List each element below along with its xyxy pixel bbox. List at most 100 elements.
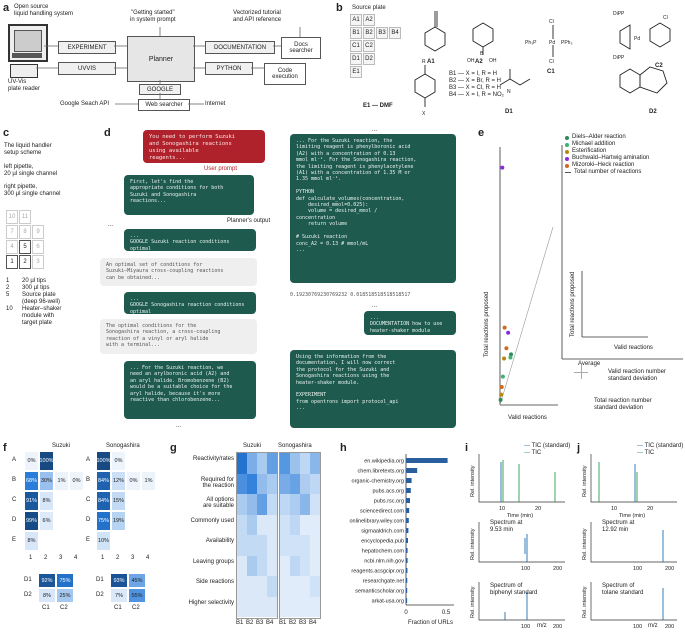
heatmap-cell (310, 494, 320, 515)
panel-i-label: i (465, 442, 469, 454)
heatmap-cell (290, 535, 300, 556)
h-category-label: researchgate.net (363, 579, 405, 585)
deck-slot-4: 4 (6, 240, 18, 254)
e-inset-xlabel: Valid reactions (614, 345, 653, 351)
f-suzuki-heatmap: 0%100%68%30%1%0%91%8%99%6%8% (24, 451, 85, 553)
planner-box: Planner (127, 36, 195, 82)
documentation-box: DOCUMENTATION (205, 41, 275, 54)
i-time-label: Time (min) (507, 513, 533, 519)
heatmap-cell: 25% (56, 588, 74, 603)
e-point (499, 392, 504, 397)
f-d-row-label: D2 (96, 592, 104, 598)
deck-slot-1: 1 (6, 255, 18, 269)
j-mz-tick-100b: 100 (633, 624, 642, 630)
j-spectrum2-label: Spectrum of tolane standard (602, 583, 644, 596)
g-row-label: All options are suitable (202, 497, 234, 509)
label-n-d1: N (507, 89, 511, 95)
label-ph3p: Ph₃P (525, 40, 537, 46)
h-bar (406, 588, 408, 593)
j-mz-label: m/z (648, 623, 658, 629)
e-ylabel: Total reactions proposed (484, 292, 490, 357)
deck-slot-8: 8 (19, 225, 31, 239)
i-legend-tic: TIC (531, 450, 542, 456)
panel-b-label: b (336, 2, 343, 14)
j-mz-tick-200b: 200 (665, 624, 674, 630)
heatmap-cell: 8% (24, 531, 39, 551)
panel-h-chart: en.wikipedia.orgchem.libretexts.orgorgan… (349, 454, 454, 626)
h-category-label: encyclopedia.pub (361, 539, 404, 545)
well-b1: B1 (350, 27, 362, 39)
experiment-box: EXPERIMENT (58, 41, 116, 54)
e1-dmf-label: E1 — DMF (363, 103, 393, 109)
f-sonogashira-heatmap: 100%0%84%12%0%1%84%15%75%19%10% (96, 451, 157, 553)
e-avg-x-label: Valid reaction number standard deviation (608, 369, 666, 382)
getting-started-label: "Getting started" in system prompt (130, 10, 176, 23)
well-c2: C2 (363, 40, 375, 52)
i-time-tick-10: 10 (499, 506, 505, 512)
e-legend-label: Esterification (572, 148, 607, 154)
j-mz-tick-100: 100 (633, 566, 642, 572)
e-inset-ylabel: Total reactions proposed (570, 272, 576, 337)
deck-grid: 10 11 7 8 9 4 5 6 1 2 3 (6, 210, 46, 272)
c-legend-text: Source plate (deep 96-well) (22, 292, 61, 305)
g-row-label: Commonly used (190, 517, 234, 524)
panel-d-label: d (104, 127, 111, 139)
b-legend-b1: B1 — X = I, R = H (449, 71, 498, 77)
heatmap-cell: 0% (111, 451, 126, 471)
i-ylabel-1: Rel. intensity (470, 465, 476, 497)
uvvis-box: UVVIS (58, 62, 116, 75)
i-spectrum1-label: Spectrum at 9.53 min (490, 520, 523, 533)
heatmap-cell (267, 576, 277, 597)
g-col-label: B4 (266, 620, 274, 626)
label-x: X (422, 111, 426, 117)
e-average-y-bar (581, 365, 582, 379)
i-spectrum2-axes (478, 582, 565, 621)
g-col-label: B2 (289, 620, 297, 626)
well-c1: C1 (350, 40, 362, 52)
label-r: R (422, 59, 426, 65)
heatmap-cell (280, 494, 290, 515)
b-legend-b2: B2 — X = Br, R = H (449, 78, 502, 84)
label-d1: D1 (505, 109, 513, 115)
h-bar (406, 568, 408, 573)
heatmap-cell: 100% (96, 451, 111, 471)
heatmap-cell (267, 473, 277, 494)
g-row-label: Required for the reaction (200, 476, 234, 489)
planner-message-4: ... For the Suzuki reaction, we need an … (124, 361, 256, 419)
h-category-label: en.wikipedia.org (364, 459, 404, 465)
heatmap-cell (237, 453, 247, 474)
c-legend-text: Heater–shaker module with target plate (22, 306, 62, 326)
panel-e-label: e (478, 127, 485, 139)
heatmap-cell: 100% (39, 451, 54, 471)
heatmap-cell: 0% (24, 451, 39, 471)
g-row-label: Availability (205, 538, 234, 544)
h-bar (406, 598, 408, 603)
g-col-label: B4 (309, 620, 317, 626)
b-legend-b3: B3 — X = Cl, R = H (449, 85, 502, 91)
e-point (499, 384, 504, 389)
heatmap-cell (300, 514, 310, 535)
heatmap-cell (257, 514, 267, 535)
e-legend-item: Mizoroki–Heck reaction (565, 162, 649, 169)
h-category-label: hepatochem.com (362, 549, 405, 555)
python-output: 0.19230769230769232 0.018518518518518517 (290, 292, 411, 298)
e-diagonal-line (499, 226, 554, 406)
heatmap-cell: 93% (110, 573, 128, 588)
label-oh2: OH (489, 58, 497, 64)
label-oh1: OH (467, 58, 475, 64)
h-bar (406, 578, 408, 583)
well-d2: D2 (363, 53, 375, 65)
d-ellipsis-1: ... (108, 222, 114, 228)
heatmap-cell (237, 596, 247, 617)
heatmap-cell: 1% (54, 471, 69, 491)
i-spectrum2-label: Spectrum of biphenyl standard (490, 583, 538, 596)
heatmap-cell (237, 494, 247, 515)
heatmap-cell: 15% (111, 491, 126, 511)
d-ellipsis-4: ... (372, 303, 378, 309)
heatmap-cell: 92% (38, 573, 56, 588)
heatmap-cell (280, 514, 290, 535)
heatmap-cell: 55% (128, 588, 146, 603)
